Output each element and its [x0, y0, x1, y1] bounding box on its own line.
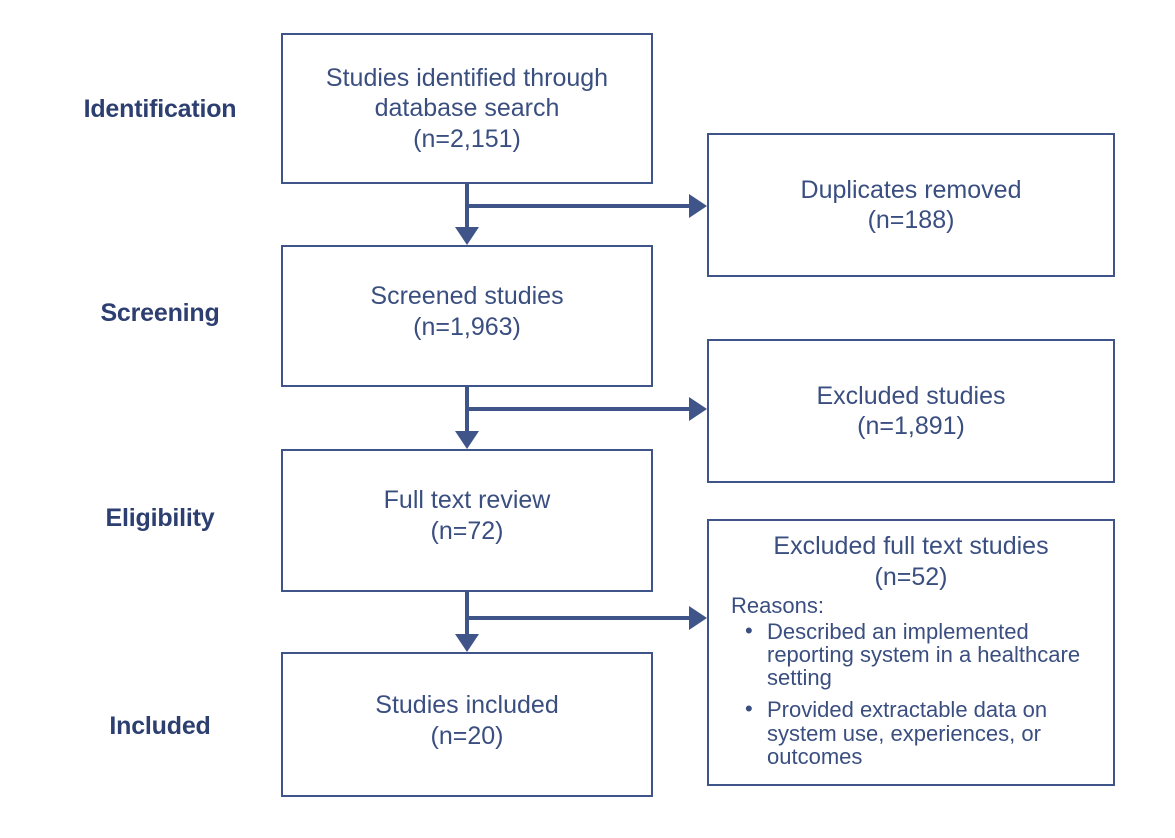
- box-studies-identified: Studies identified through database sear…: [281, 33, 653, 184]
- arrow-right-2: [689, 397, 707, 421]
- box-full-text-review: Full text review (n=72): [281, 449, 653, 592]
- box-excluded-full-text-studies: Excluded full text studies (n=52) Reason…: [707, 519, 1115, 786]
- stage-label-eligibility: Eligibility: [105, 504, 215, 532]
- connector-horizontal-3: [465, 616, 689, 620]
- box-full-text-review-text: Full text review (n=72): [383, 486, 551, 545]
- box-excluded-full-text-title: Excluded full text studies (n=52): [773, 532, 1049, 591]
- arrow-down-1: [455, 227, 479, 245]
- box-excluded-studies-text: Excluded studies (n=1,891): [816, 381, 1006, 441]
- arrow-down-2: [455, 431, 479, 449]
- reason-item: Described an implemented reporting syste…: [745, 619, 1101, 689]
- reasons-heading: Reasons:: [731, 593, 824, 618]
- box-studies-identified-text: Studies identified through database sear…: [325, 63, 609, 153]
- reasons-list: Described an implemented reporting syste…: [721, 619, 1101, 777]
- stage-label-included: Included: [109, 712, 211, 740]
- box-excluded-studies: Excluded studies (n=1,891): [707, 339, 1115, 483]
- connector-vertical-3: [465, 592, 469, 636]
- box-screened-studies-text: Screened studies (n=1,963): [370, 282, 564, 341]
- connector-horizontal-2: [465, 407, 689, 411]
- box-screened-studies: Screened studies (n=1,963): [281, 245, 653, 387]
- arrow-right-1: [689, 194, 707, 218]
- reason-item: Provided extractable data on system use,…: [745, 697, 1101, 767]
- box-duplicates-removed-text: Duplicates removed (n=188): [800, 175, 1022, 235]
- stage-label-screening: Screening: [100, 299, 220, 327]
- box-studies-included: Studies included (n=20): [281, 652, 653, 797]
- arrow-right-3: [689, 606, 707, 630]
- box-studies-included-text: Studies included (n=20): [375, 691, 559, 750]
- arrow-down-3: [455, 634, 479, 652]
- stage-label-identification: Identification: [83, 95, 237, 123]
- connector-horizontal-1: [465, 204, 689, 208]
- box-duplicates-removed: Duplicates removed (n=188): [707, 133, 1115, 277]
